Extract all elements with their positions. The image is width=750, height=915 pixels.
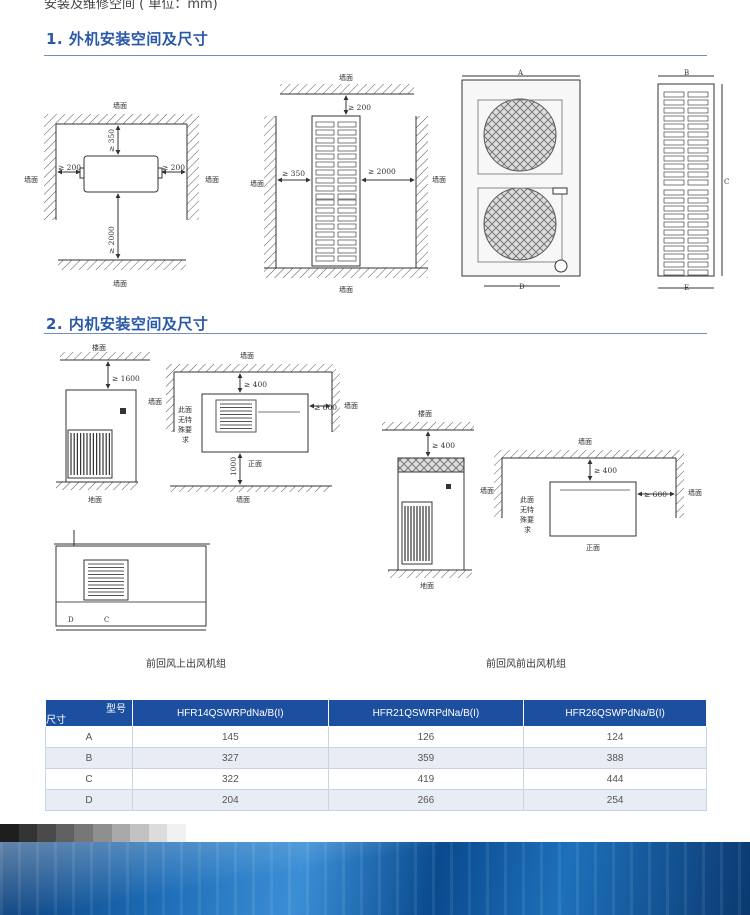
gap-top: ≥ 400 [432, 441, 455, 450]
outdoor-front-view: 墙面 墙面 墙面 墙面 ≥ 200 ≥ 350 ≥ 2000 [250, 73, 446, 294]
wall-label: 墙面 [205, 175, 219, 184]
indoor-upper-discharge-plan: 墙面 墙面 墙面 ≥ 400 ≥ 600 此面 无特 殊要 求 1000 正面 … [148, 351, 358, 504]
gap-right: ≥ 2000 [368, 167, 396, 176]
gap-left: ≥ 350 [282, 169, 305, 178]
gap-top: ≥ 200 [348, 103, 371, 112]
note-line: 求 [182, 435, 189, 444]
dim-c-label: C [724, 178, 729, 186]
section-title-outdoor: 1. 外机安装空间及尺寸 [46, 30, 209, 48]
wall-label: 墙面 [240, 351, 254, 360]
section-divider [44, 333, 707, 334]
front-label: 正面 [248, 460, 262, 468]
gradient-swatches [0, 824, 186, 842]
gap-top: ≥ 350 [107, 129, 116, 152]
outdoor-plan-view: 墙面 墙面 墙面 墙面 ≥ 350 ≥ 200 ≥ 200 ≥ 2000 [24, 101, 219, 288]
table-row: C 322 419 444 [45, 768, 707, 790]
note-line: 无特 [520, 505, 534, 514]
dim-cell: C [45, 768, 133, 790]
value-cell: 322 [132, 768, 329, 790]
indoor-upper-discharge-side: 楼面 ≥ 1600 地面 [56, 343, 150, 504]
wall-label: 墙面 [344, 401, 358, 410]
gap-top: ≥ 400 [244, 380, 267, 389]
outdoor-diagrams: 墙面 墙面 墙面 墙面 ≥ 350 ≥ 200 ≥ 200 ≥ 2000 墙面 … [24, 69, 729, 294]
dim-cell: B [45, 747, 133, 769]
value-cell: 204 [132, 789, 329, 811]
wall-label: 墙面 [339, 73, 353, 82]
note-line: 求 [524, 525, 531, 534]
ceiling-label: 楼面 [418, 409, 432, 418]
value-cell: 126 [327, 726, 525, 748]
note-line: 无特 [178, 415, 192, 424]
gap-top: ≥ 1600 [112, 374, 140, 383]
page-caption: 安装及维修空间 ( 单位：mm) [44, 0, 218, 12]
outdoor-unit-side-dimensions: B C E [657, 69, 729, 292]
dim-cell: D [45, 789, 133, 811]
gap-top: ≥ 400 [594, 466, 617, 475]
wall-label: 墙面 [578, 437, 592, 446]
section-title-indoor: 2. 内机安装空间及尺寸 [46, 315, 209, 333]
dim-c-label: C [104, 616, 109, 624]
model-header: HFR26QSWPdNa/B(I) [523, 699, 707, 727]
gap-left: ≥ 200 [58, 163, 81, 172]
table-corner-cell: 型号 尺寸 [45, 699, 133, 727]
value-cell: 254 [523, 789, 707, 811]
wall-label: 墙面 [24, 175, 38, 184]
value-cell: 359 [327, 747, 525, 769]
indoor-diagrams: 楼面 ≥ 1600 地面 墙面 墙面 墙面 ≥ 400 ≥ 600 此面 无特 … [54, 343, 702, 631]
floor-label: 地面 [88, 495, 102, 504]
dim-cell: A [45, 726, 133, 748]
indoor-front-discharge-side: 楼面 ≥ 400 地面 [382, 409, 474, 590]
floor-label: 地面 [420, 581, 434, 590]
value-cell: 327 [132, 747, 329, 769]
indoor-upper-discharge-front: D C [54, 530, 210, 631]
value-cell: 388 [523, 747, 707, 769]
dim-b-label: B [684, 69, 689, 77]
note-line: 殊要 [178, 425, 192, 434]
dimension-table: 型号 尺寸 HFR14QSWRPdNa/B(I) HFR21QSWRPdNa/B… [45, 699, 707, 811]
wall-label: 墙面 [148, 397, 162, 406]
table-row: A 145 126 124 [45, 726, 707, 748]
wall-label: 墙面 [250, 179, 264, 188]
wall-label: 墙面 [113, 279, 127, 288]
value-cell: 444 [523, 768, 707, 790]
model-header: HFR14QSWRPdNa/B(I) [132, 699, 329, 727]
note-line: 此面 [520, 495, 534, 504]
wall-label: 墙面 [113, 101, 127, 110]
table-row: B 327 359 388 [45, 747, 707, 769]
gap-right: ≥ 200 [162, 163, 185, 172]
dim-e-label: E [684, 284, 689, 292]
footer-banner [0, 842, 750, 915]
outdoor-unit-front-dimensions: A D [461, 69, 581, 291]
section-divider [44, 55, 707, 56]
dim-d-label: D [68, 616, 74, 624]
indoor-front-discharge-plan: 墙面 墙面 墙面 ≥ 400 ≥ 600 此面 无特 殊要 求 正面 [480, 437, 702, 552]
model-header: HFR21QSWRPdNa/B(I) [327, 699, 525, 727]
dim-a-label: A [517, 69, 524, 77]
gap-bottom: ≥ 2000 [107, 226, 116, 254]
caption-upper-discharge: 前回风上出风机组 [146, 659, 226, 670]
value-cell: 266 [327, 789, 525, 811]
wall-label: 墙面 [480, 486, 494, 495]
corner-model-label: 型号 [106, 704, 126, 715]
note-line: 此面 [178, 405, 192, 414]
ceiling-label: 楼面 [92, 343, 106, 352]
value-cell: 124 [523, 726, 707, 748]
value-cell: 145 [132, 726, 329, 748]
value-cell: 419 [327, 768, 525, 790]
front-label: 正面 [586, 544, 600, 552]
wall-label: 墙面 [339, 285, 353, 294]
gap-front: 1000 [229, 457, 238, 476]
caption-front-discharge: 前回风前出风机组 [486, 659, 566, 670]
corner-size-label: 尺寸 [46, 715, 66, 726]
wall-label: 墙面 [236, 495, 250, 504]
gap-right: ≥ 600 [644, 490, 667, 499]
wall-label: 墙面 [688, 488, 702, 497]
wall-label: 墙面 [432, 175, 446, 184]
gap-right: ≥ 600 [314, 403, 337, 412]
table-header-row: 型号 尺寸 HFR14QSWRPdNa/B(I) HFR21QSWRPdNa/B… [45, 699, 707, 727]
dim-d-label: D [519, 283, 525, 291]
note-line: 殊要 [520, 515, 534, 524]
table-row: D 204 266 254 [45, 789, 707, 811]
